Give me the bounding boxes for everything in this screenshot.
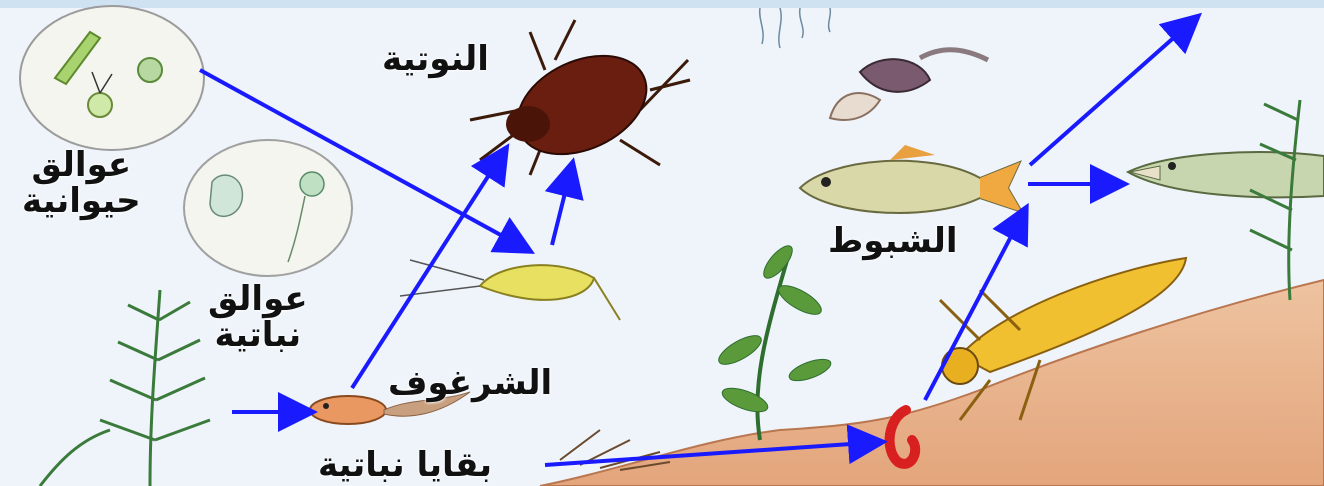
- phytoplankton-label: عوالق نباتية: [208, 282, 308, 353]
- zooplankton-circle-icon: [20, 6, 204, 150]
- phytoplankton-label-line1: عوالق: [208, 282, 308, 318]
- phytoplankton-circle-icon: [184, 140, 352, 276]
- phytoplankton-label-line2: نباتية: [208, 318, 308, 354]
- water-surface: [0, 0, 1324, 8]
- water-beetle-label: النوتية: [382, 42, 489, 78]
- tadpole-label: الشرغوف: [388, 366, 552, 402]
- zooplankton-label-line2: حيوانية: [22, 184, 141, 220]
- plant-remains-label: بقايا نباتية: [318, 448, 492, 484]
- roach-fish-label: الشبوط: [828, 224, 958, 260]
- zooplankton-label: عوالق حيوانية: [22, 148, 141, 219]
- zooplankton-label-line1: عوالق: [22, 148, 141, 184]
